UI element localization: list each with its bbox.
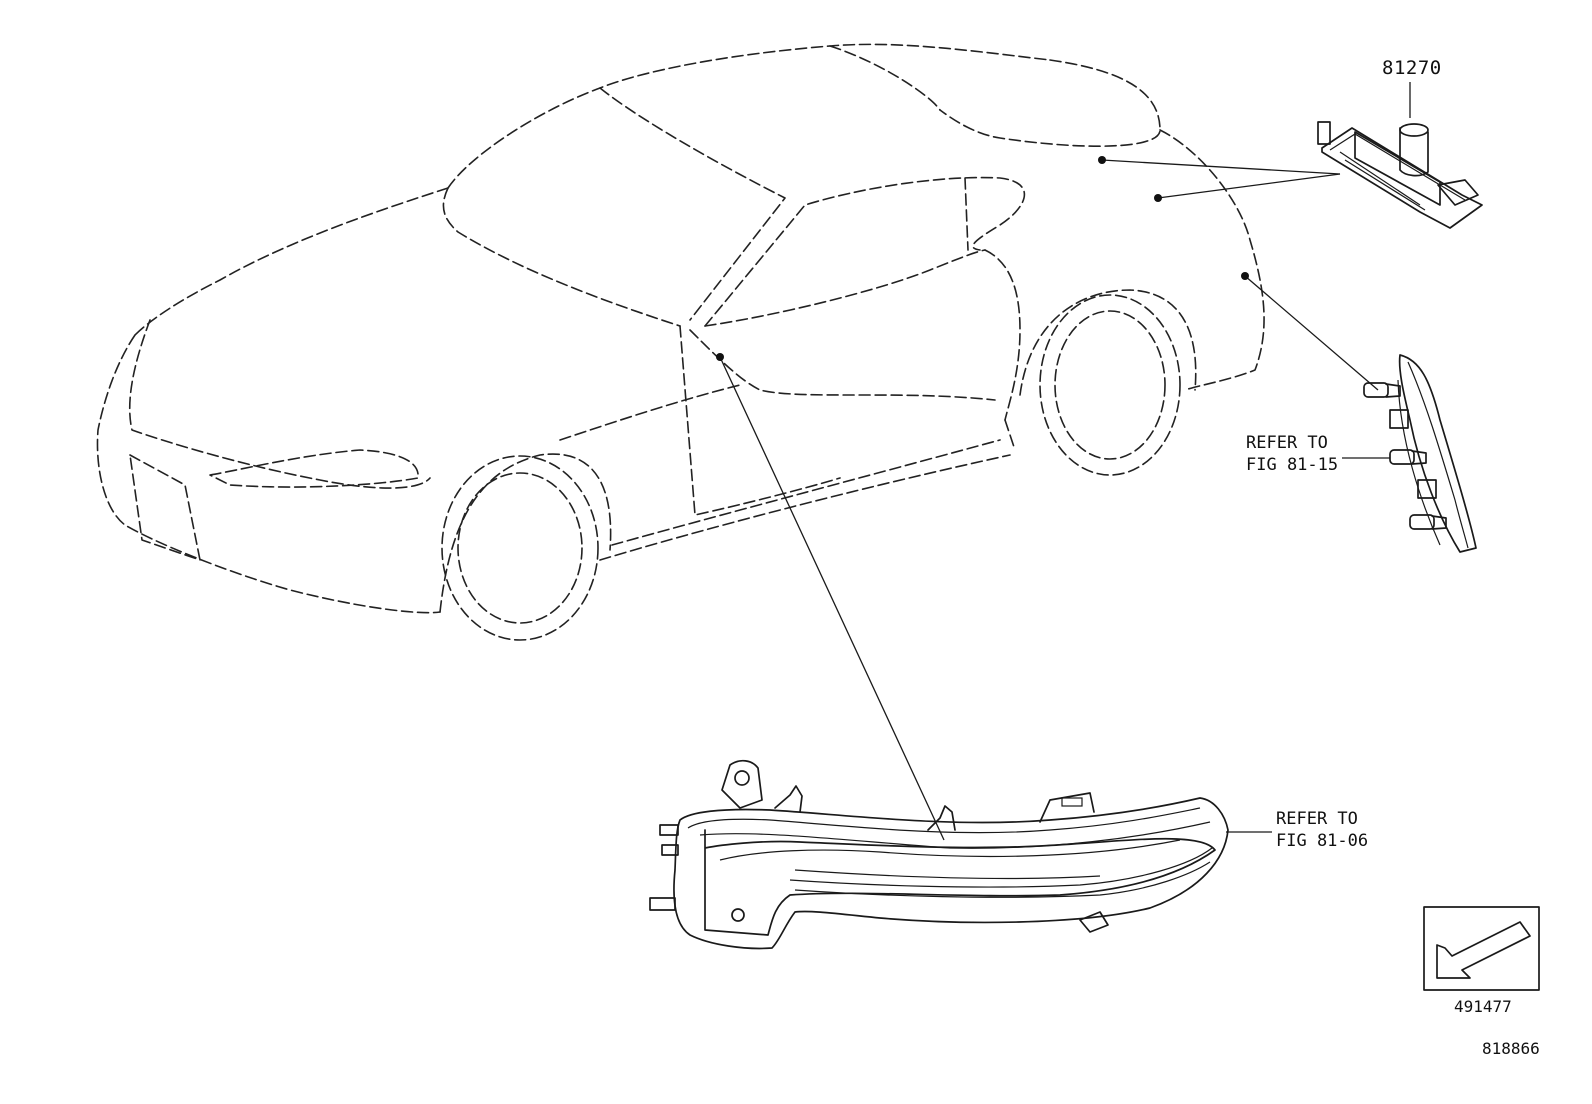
rear-side-marker-part xyxy=(1363,354,1477,553)
license-lamp-part xyxy=(1317,121,1483,229)
part-number-label: 81270 xyxy=(1382,57,1442,79)
refer-rear-line2: FIG 81-15 xyxy=(1246,455,1339,475)
view-code-label: 491477 xyxy=(1454,997,1512,1016)
refer-mirror-line1: REFER TO xyxy=(1276,809,1358,829)
diagram-code-label: 818866 xyxy=(1482,1039,1540,1058)
mirror-turn-signal-part xyxy=(649,759,1229,950)
car-outline xyxy=(96,43,1265,641)
refer-mirror-line2: FIG 81-06 xyxy=(1276,831,1369,851)
view-direction-box xyxy=(1423,906,1540,991)
leader-lines xyxy=(716,82,1411,841)
refer-rear-line1: REFER TO xyxy=(1246,433,1328,453)
